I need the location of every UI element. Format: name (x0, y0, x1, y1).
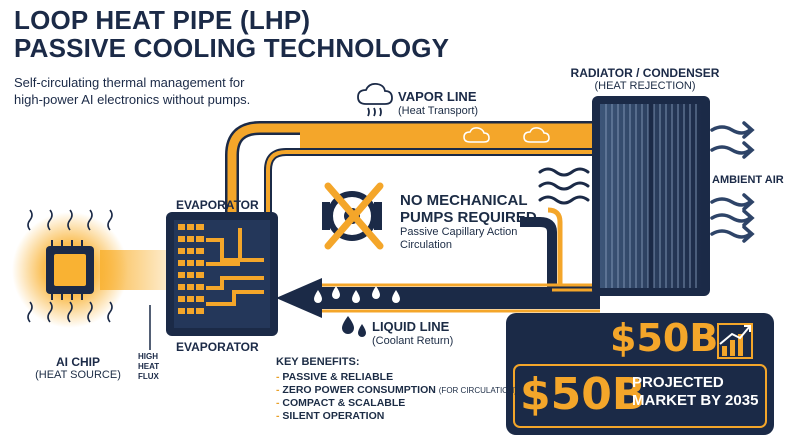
title-line-2: PASSIVE COOLING TECHNOLOGY (14, 33, 450, 63)
benefit-item: - SILENT OPERATION (276, 410, 385, 422)
chip-label: AI CHIP (HEAT SOURCE) (28, 355, 128, 382)
key-benefits-heading: KEY BENEFITS: (276, 356, 360, 368)
droplet-icons (314, 286, 400, 303)
benefit-item: - COMPACT & SCALABLE (276, 397, 406, 409)
chip-subtitle: (HEAT SOURCE) (35, 369, 121, 381)
title-line-1: LOOP HEAT PIPE (LHP) (14, 5, 311, 35)
vapor-line-cloud-icon (357, 82, 393, 117)
heat-flux-line-2: HEAT (138, 362, 160, 371)
chip-icon (46, 240, 94, 300)
no-pumps-heading-1: NO MECHANICAL (400, 192, 528, 209)
benefit-note: (FOR CIRCULATION) (438, 386, 517, 395)
benefit-text: SILENT OPERATION (282, 410, 385, 422)
market-value-top: $50B (610, 316, 719, 360)
benefit-text: ZERO POWER CONSUMPTION (282, 384, 436, 396)
benefit-text: COMPACT & SCALABLE (282, 397, 406, 409)
vapor-line-label: VAPOR LINE (Heat Transport) (370, 88, 478, 118)
benefit-text: PASSIVE & RELIABLE (282, 371, 394, 383)
vapor-line-pipe (225, 121, 600, 212)
market-box (506, 313, 774, 435)
no-pump-icon (322, 182, 384, 250)
growth-chart-icon (717, 323, 753, 359)
vapor-line-subtitle: (Heat Transport) (398, 105, 479, 117)
no-pumps-heading-2: PUMPS REQUIRED (400, 209, 537, 226)
chip-heat-wave-icons (27, 209, 113, 323)
benefit-item: - PASSIVE & RELIABLE (276, 371, 394, 383)
heat-flux-label: HIGH HEAT FLUX (138, 352, 159, 382)
page-subtitle: Self-circulating thermal management for … (14, 74, 250, 108)
no-pumps-sub-1: Passive Capillary Action (400, 226, 518, 238)
benefit-item: - ZERO POWER CONSUMPTION (FOR CIRCULATIO… (276, 384, 517, 396)
heat-flux-line-3: FLUX (138, 372, 159, 381)
liquid-line-droplet-icon (342, 316, 366, 337)
radiator-condenser (592, 96, 710, 296)
radiator-label: RADIATOR / CONDENSER (HEAT REJECTION) (560, 66, 730, 93)
heat-beam (100, 250, 168, 290)
liquid-line-pipe (276, 207, 600, 318)
page-title: LOOP HEAT PIPE (LHP) PASSIVE COOLING TEC… (14, 6, 449, 62)
vapor-line-title: VAPOR LINE (398, 89, 477, 104)
radiator-title: RADIATOR / CONDENSER (570, 66, 720, 80)
ambient-air-label: AMBIENT AIR (712, 174, 784, 186)
chip-title: AI CHIP (55, 355, 100, 369)
heat-flux-line-1: HIGH (138, 352, 158, 361)
market-caption-line-2: MARKET BY 2035 (632, 392, 759, 409)
liquid-line-title: LIQUID LINE (372, 319, 450, 334)
evaporator-bottom-text: EVAPORATOR (176, 340, 259, 354)
subtitle-line-2: high-power AI electronics without pumps. (14, 92, 251, 107)
evaporator-top-label: EVAPORATOR (176, 198, 259, 212)
subtitle-line-1: Self-circulating thermal management for (14, 75, 245, 90)
no-pumps-label: NO MECHANICAL PUMPS REQUIRED Passive Cap… (400, 192, 537, 252)
evaporator-bottom-label: EVAPORATOR (176, 340, 259, 354)
market-value-bottom: $50B (520, 369, 646, 420)
market-caption: PROJECTED MARKET BY 2035 (632, 374, 758, 410)
evaporator-top-text: EVAPORATOR (176, 198, 259, 212)
no-pumps-sub-2: Circulation (400, 239, 452, 251)
liquid-line-subtitle: (Coolant Return) (372, 335, 454, 347)
radiator-subtitle: (HEAT REJECTION) (594, 80, 696, 92)
key-benefits: KEY BENEFITS: - PASSIVE & RELIABLE - ZER… (276, 356, 536, 423)
vapor-cloud-icons (463, 127, 550, 143)
liquid-line-label: LIQUID LINE (Coolant Return) (372, 318, 453, 348)
heat-wave-icons (538, 167, 590, 205)
ambient-air-arrows (710, 121, 755, 243)
market-caption-line-1: PROJECTED (632, 374, 724, 391)
evaporator-block (166, 212, 278, 336)
